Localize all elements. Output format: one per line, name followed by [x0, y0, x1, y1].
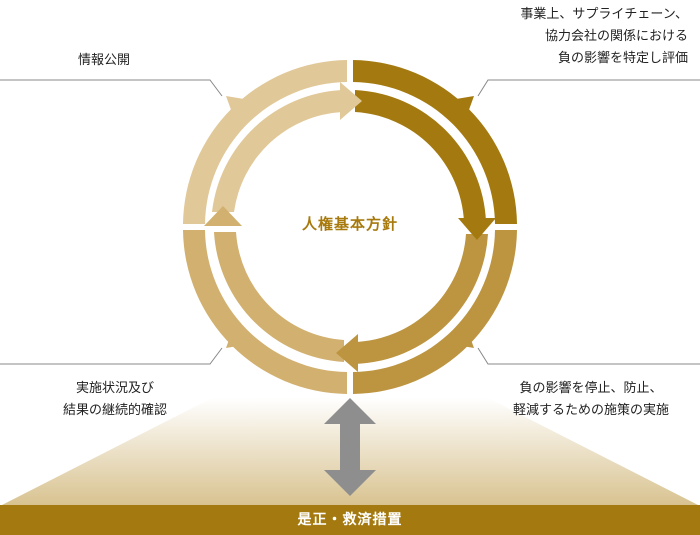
connector-bottom-left [0, 347, 223, 365]
pointer-top-left [226, 96, 250, 118]
pointer-bottom-right [450, 326, 474, 348]
label-top-right-line-3: 負の影響を特定し評価 [557, 51, 688, 66]
connector-top-left [0, 79, 223, 97]
outer-ring-bottom-right [353, 230, 517, 394]
inner-arrow-bottom-right [354, 234, 488, 364]
label-top-right-line-2: 協力会社の関係における [544, 29, 688, 44]
label-bottom-left-line-2: 結果の継続的確認 [62, 403, 167, 418]
label-top-left: 情報公開 [78, 53, 131, 68]
label-bottom-right-line-1: 負の影響を停止、防止、 [519, 381, 663, 396]
label-bottom-left-line-1: 実施状況及び [75, 381, 154, 396]
arrowhead-top [340, 82, 362, 120]
arrowhead-left [204, 206, 242, 226]
inner-arrow-top-left [212, 90, 342, 212]
label-bottom-right: 負の影響を停止、防止、 軽減するための施策の実施 [486, 378, 696, 422]
double-arrow-icon [324, 398, 376, 496]
bottom-bar: 是正・救済措置 [0, 505, 700, 535]
center-title: 人権基本方針 [301, 215, 398, 233]
pointer-top-right [450, 96, 474, 118]
connector-bottom-right [477, 347, 700, 365]
label-bottom-left: 実施状況及び 結果の継続的確認 [30, 378, 200, 422]
label-bottom-right-line-2: 軽減するための施策の実施 [512, 403, 669, 418]
inner-arrow-top-right [355, 90, 486, 222]
arrowhead-right [458, 218, 496, 240]
label-top-right: 事業上、サプライチェーン、 協力会社の関係における 負の影響を特定し評価 [520, 4, 688, 70]
outer-ring-bottom-left [183, 230, 347, 394]
outer-ring-top-left [183, 60, 347, 224]
inner-arrow-bottom-left [214, 232, 344, 362]
arrowhead-bottom [336, 334, 358, 372]
label-top-right-line-1: 事業上、サプライチェーン、 [520, 7, 688, 22]
connector-top-right [477, 79, 700, 97]
outer-ring-top-right [353, 60, 517, 224]
pointer-bottom-left [226, 326, 250, 348]
